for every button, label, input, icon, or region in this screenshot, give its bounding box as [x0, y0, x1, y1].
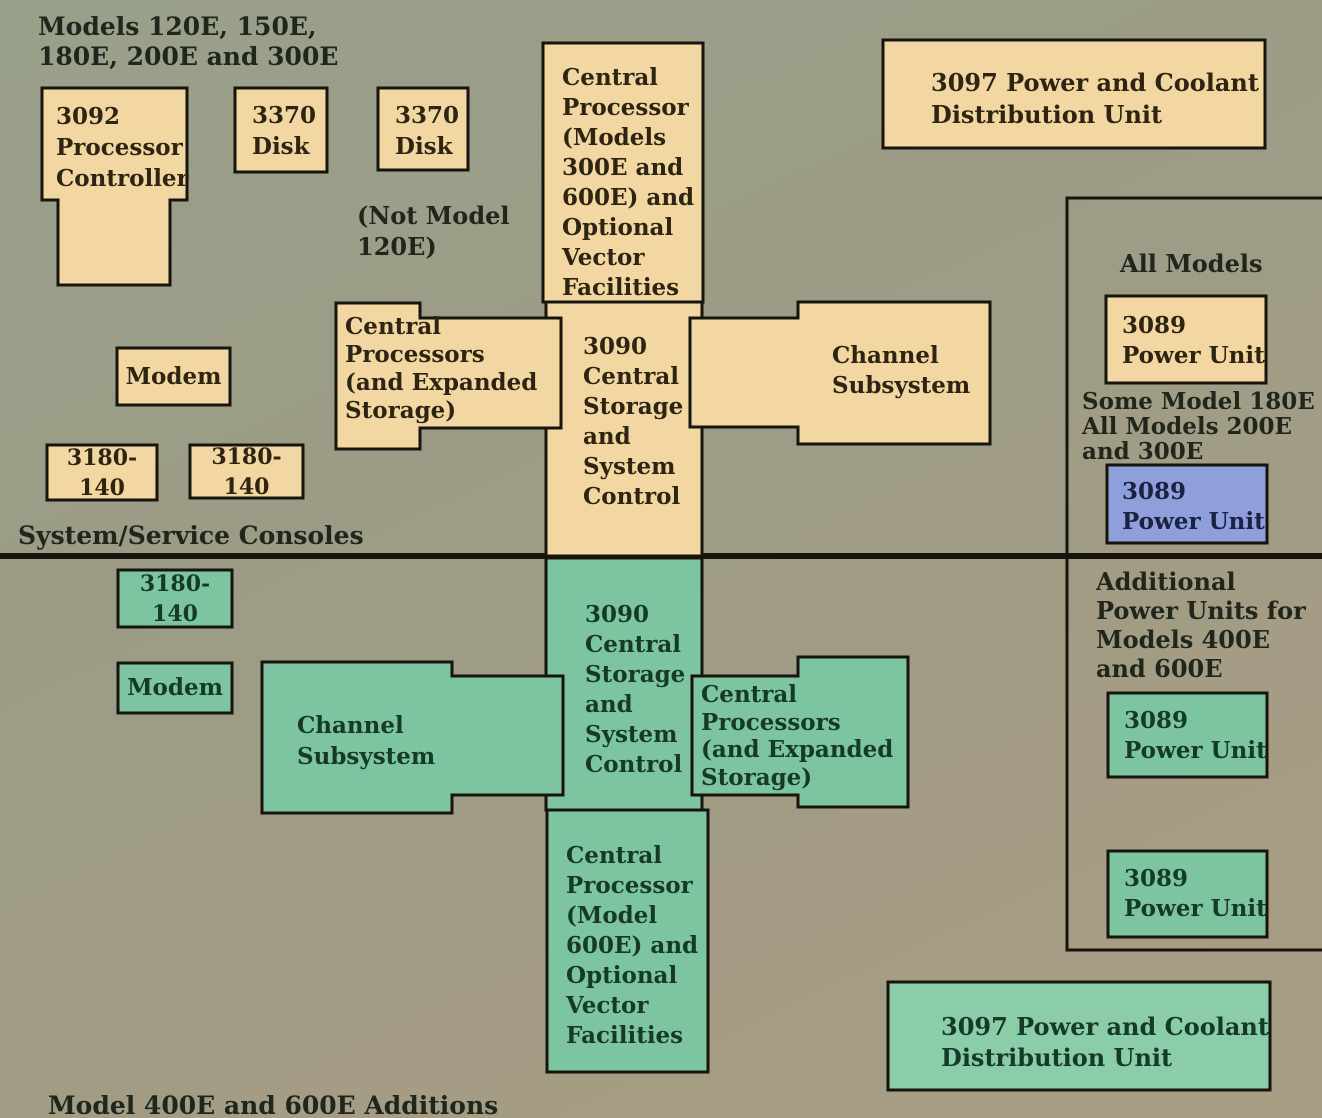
box-central-processors-top — [334, 301, 563, 451]
box-central-storage-top — [544, 300, 704, 558]
power-units-panel-outline — [1065, 196, 1322, 952]
box-central-processor-top — [541, 41, 705, 304]
label-modem-bottom: Modem — [127, 674, 223, 701]
label-3089-power-unit-blue: 3089 Power Unit — [1122, 478, 1265, 535]
box-3089-power-unit-blue — [1105, 463, 1269, 545]
label-3092-processor-controller: 3092 Processor Controller — [56, 103, 189, 192]
box-3097-power-coolant-bottom — [886, 980, 1272, 1092]
label-3097-power-coolant-bottom: 3097 Power and Coolant Distribution Unit — [941, 1012, 1269, 1072]
label-central-processors-bottom: Central Processors (and Expanded Storage… — [701, 681, 894, 791]
heading-some-models: Some Model 180E All Models 200E and 300E — [1082, 388, 1315, 465]
box-modem-top — [115, 346, 232, 407]
label-3089-power-unit-beige: 3089 Power Unit — [1122, 312, 1265, 369]
box-console-b — [188, 443, 305, 500]
note-not-model-120e: (Not Model 120E) — [357, 201, 510, 261]
label-central-processors-top: Central Processors (and Expanded Storage… — [345, 313, 538, 424]
box-channel-subsystem-top — [688, 300, 992, 446]
heading-model-400e-600e-additions: Model 400E and 600E Additions — [48, 1091, 499, 1118]
label-3370-disk-a: 3370 Disk — [252, 102, 317, 160]
box-3089-power-unit-green-b — [1106, 849, 1269, 939]
label-modem-top: Modem — [125, 362, 222, 390]
heading-system-service-consoles: System/Service Consoles — [18, 521, 364, 550]
box-central-processor-bottom — [545, 808, 710, 1074]
label-central-processor-top: Central Processor (Models 300E and 600E)… — [562, 64, 695, 301]
box-central-processors-bottom — [690, 655, 910, 809]
label-central-storage-bottom: 3090 Central Storage and System Control — [585, 601, 686, 778]
box-channel-subsystem-bottom — [260, 660, 565, 815]
heading-all-models: All Models — [1120, 249, 1263, 278]
label-3089-power-unit-green-b: 3089 Power Unit — [1124, 865, 1267, 922]
box-console-bottom — [116, 568, 234, 629]
label-central-processor-bottom: Central Processor (Model 600E) and Optio… — [566, 842, 699, 1049]
box-3370-disk-b — [376, 86, 470, 172]
label-channel-subsystem-top: Channel Subsystem — [832, 342, 971, 399]
label-3370-disk-b: 3370 Disk — [395, 102, 460, 160]
label-3089-power-unit-green-a: 3089 Power Unit — [1124, 707, 1267, 764]
box-3089-power-unit-beige — [1104, 294, 1268, 385]
box-3370-disk-a — [233, 86, 329, 174]
box-console-a — [45, 443, 159, 502]
box-modem-bottom — [116, 661, 234, 715]
box-3097-power-coolant-top — [881, 38, 1267, 150]
heading-additional-power-units: Additional Power Units for Models 400E a… — [1096, 567, 1306, 683]
label-channel-subsystem-bottom: Channel Subsystem — [297, 712, 436, 770]
label-console-b: 3180-140 — [211, 443, 282, 500]
box-3089-power-unit-green-a — [1106, 691, 1269, 779]
label-central-storage-top: 3090 Central Storage and System Control — [583, 333, 684, 510]
label-console-a: 3180-140 — [66, 444, 138, 501]
box-central-storage-bottom — [544, 556, 704, 812]
box-3092-processor-controller — [40, 86, 189, 287]
label-3097-power-coolant-top: 3097 Power and Coolant Distribution Unit — [931, 68, 1259, 129]
label-console-bottom: 3180-140 — [139, 570, 211, 627]
heading-top-models: Models 120E, 150E, 180E, 200E and 300E — [38, 12, 339, 71]
